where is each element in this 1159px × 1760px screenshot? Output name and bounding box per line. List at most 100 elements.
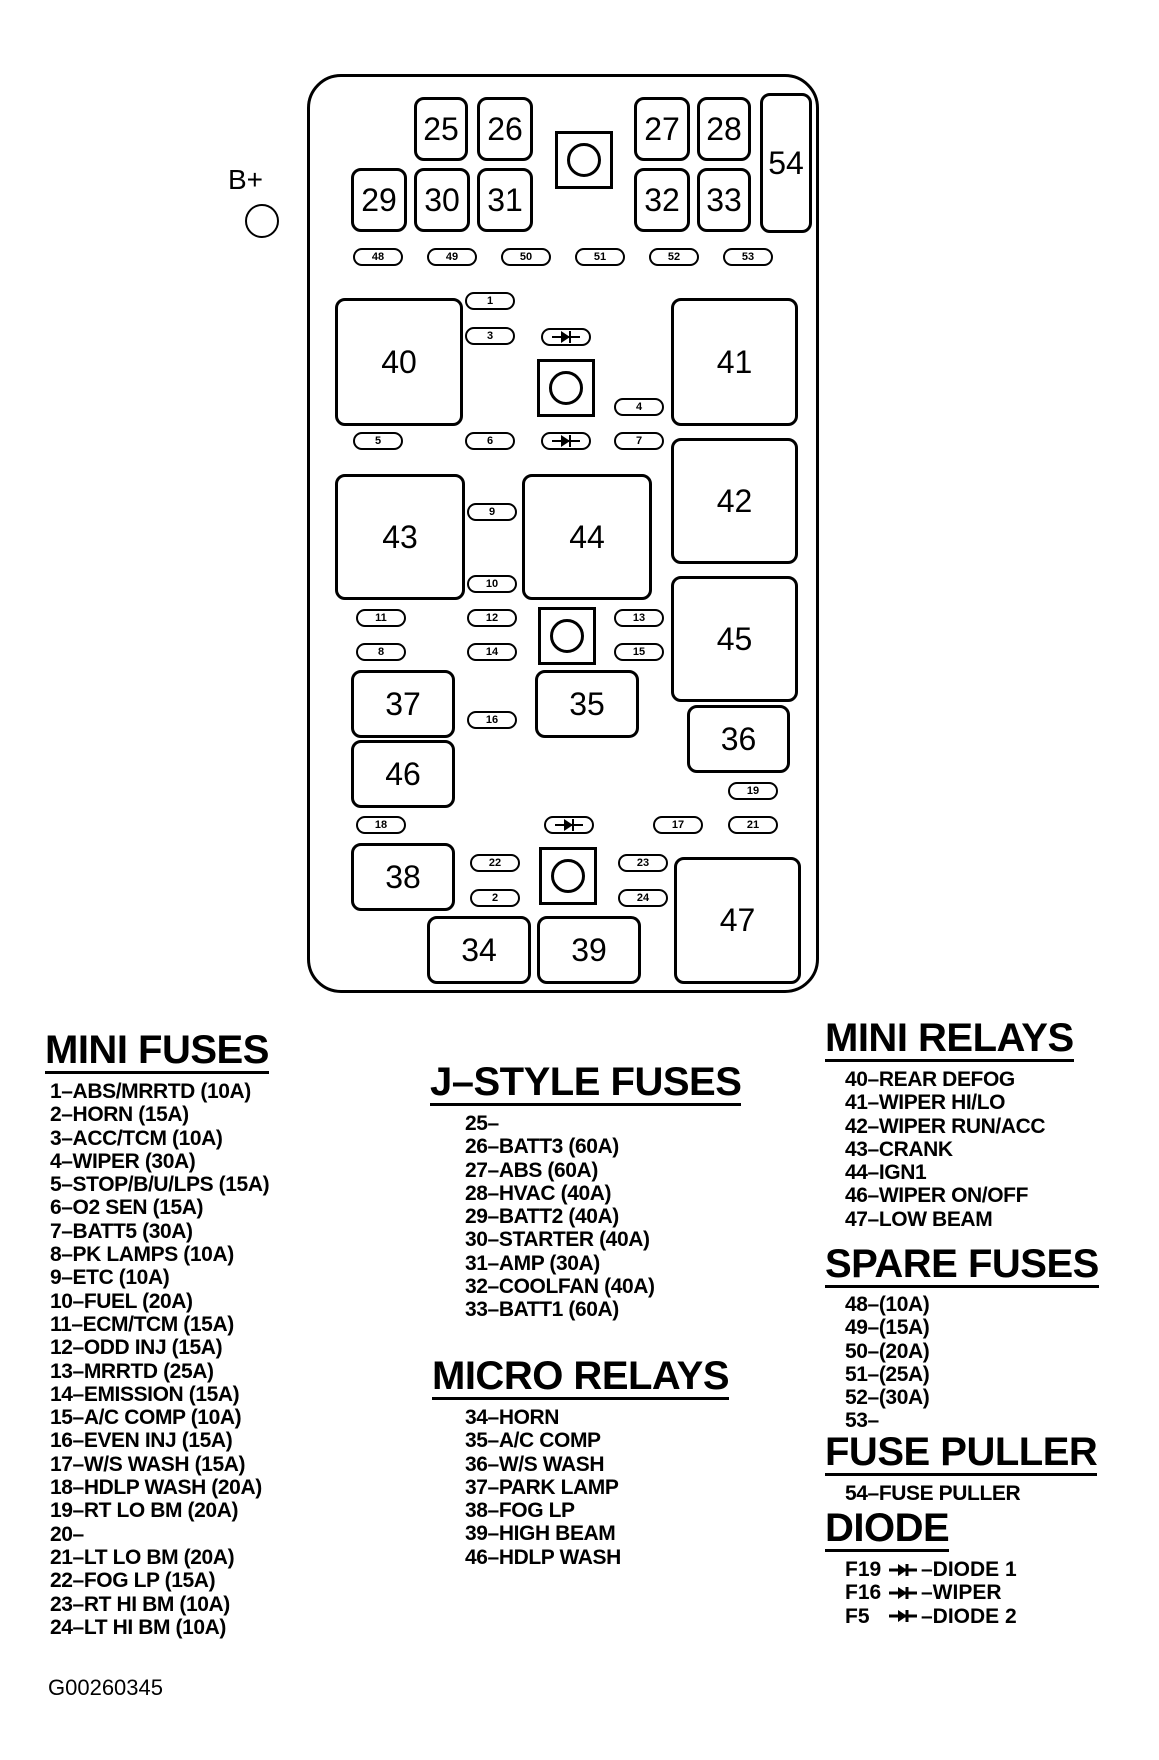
mini-fuse-4: 4 [614,398,664,416]
list-item: 10–FUEL (20A) [50,1289,193,1313]
list-item: 12–ODD INJ (15A) [50,1336,223,1360]
j-style-fuses-list: 25– 26–BATT3 (60A) 27–ABS (60A) 28–HVAC … [465,1112,655,1322]
fuse-puller-54: 54 [760,93,812,233]
fuse-30: 30 [414,168,470,232]
diode-icon [889,1586,917,1599]
mini-fuse-24: 24 [618,889,668,907]
fuse-27: 27 [634,97,690,161]
list-item: 33–BATT1 (60A) [465,1298,619,1322]
list-item: F5 –DIODE 2 [845,1605,1017,1628]
diode-desc: –DIODE 2 [921,1604,1017,1628]
mini-fuse-48: 48 [353,248,403,266]
list-item: 54–FUSE PULLER [845,1482,1021,1505]
list-item: 27–ABS (60A) [465,1158,598,1182]
diode-icon [889,1563,917,1576]
mini-relays-list: 40–REAR DEFOG 41–WIPER HI/LO 42–WIPER RU… [845,1068,1046,1231]
mini-fuse-8: 8 [356,643,406,661]
list-item: 38–FOG LP [465,1499,575,1523]
mini-fuse-51: 51 [575,248,625,266]
fuse-31: 31 [477,168,533,232]
mini-fuse-22: 22 [470,854,520,872]
relay-44: 44 [522,474,652,600]
diode-desc: –DIODE 1 [921,1558,1017,1581]
figure-code: G00260345 [48,1675,163,1700]
list-item: 35–A/C COMP [465,1429,601,1453]
stud-icon [555,131,613,189]
list-item: 52–(30A) [845,1386,930,1410]
list-item: 4–WIPER (30A) [50,1149,196,1173]
fuse-26: 26 [477,97,533,161]
diode-desc: –WIPER [921,1581,1002,1605]
relay-35: 35 [535,670,639,738]
list-item: F16 –WIPER [845,1581,1017,1604]
mini-fuses-list: 1–ABS/MRRTD (10A) 2–HORN (15A) 3–ACC/TCM… [50,1080,270,1639]
list-item: 41–WIPER HI/LO [845,1091,1006,1115]
diode-icon [889,1610,917,1623]
list-item: 17–W/S WASH (15A) [50,1452,246,1476]
list-item: 11–ECM/TCM (15A) [50,1312,234,1336]
fuse-puller-heading: FUSE PULLER [825,1430,1098,1476]
mini-fuse-15: 15 [614,643,664,661]
list-item: 40–REAR DEFOG [845,1068,1015,1091]
stud-icon [537,359,595,417]
list-item: 19–RT LO BM (20A) [50,1499,239,1523]
relay-34: 34 [427,916,531,984]
stud-icon [538,607,596,665]
list-item: 18–HDLP WASH (20A) [50,1476,262,1500]
list-item: 25– [465,1112,499,1135]
relay-39: 39 [537,916,641,984]
list-item: 3–ACC/TCM (10A) [50,1126,223,1150]
list-item: 7–BATT5 (30A) [50,1219,193,1243]
list-item: 20– [50,1522,84,1546]
list-item: 39–HIGH BEAM [465,1522,616,1546]
mini-fuse-50: 50 [501,248,551,266]
mini-fuse-3: 3 [465,327,515,345]
list-item: 15–A/C COMP (10A) [50,1406,242,1430]
relay-37: 37 [351,670,455,738]
list-item: 44–IGN1 [845,1161,927,1185]
mini-fuse-23: 23 [618,854,668,872]
mini-fuses-heading: MINI FUSES [45,1028,269,1074]
j-style-fuses-heading: J–STYLE FUSES [430,1060,742,1106]
mini-fuse-10: 10 [467,575,517,593]
list-item: 51–(25A) [845,1362,930,1386]
diode-icon [552,435,580,447]
list-item: 24–LT HI BM (10A) [50,1615,227,1639]
fuse-29: 29 [351,168,407,232]
relay-45: 45 [671,576,798,702]
mini-fuse-53: 53 [723,248,773,266]
list-item: 14–EMISSION (15A) [50,1382,240,1406]
diode-fuse-label: F5 [845,1604,870,1628]
list-item: 23–RT HI BM (10A) [50,1592,230,1616]
relay-46: 46 [351,740,455,808]
mini-fuse-7: 7 [614,432,664,450]
list-item: 48–(10A) [845,1293,930,1316]
list-item: 37–PARK LAMP [465,1475,619,1499]
diode-fuse-label: F19 [845,1558,882,1581]
list-item: 13–MRRTD (25A) [50,1359,214,1383]
list-item: 22–FOG LP (15A) [50,1569,216,1593]
list-item: 36–W/S WASH [465,1452,605,1476]
b-plus-label: B+ [228,164,264,195]
mini-fuse-5: 5 [353,432,403,450]
mini-fuse-11: 11 [356,609,406,627]
micro-relays-heading: MICRO RELAYS [432,1354,730,1400]
list-item: 9–ETC (10A) [50,1266,170,1290]
mini-fuse-14: 14 [467,643,517,661]
spare-fuses-list: 48–(10A) 49–(15A) 50–(20A) 51–(25A) 52–(… [845,1293,930,1433]
list-item: 6–O2 SEN (15A) [50,1196,204,1220]
fuse-25: 25 [414,97,468,161]
mini-fuse-16: 16 [467,711,517,729]
mini-fuse-21: 21 [728,816,778,834]
relay-36: 36 [687,705,790,773]
fuse-box-panel [307,74,819,993]
list-item: 53– [845,1409,879,1433]
list-item: 26–BATT3 (60A) [465,1135,619,1159]
diode-list: F19 –DIODE 1 F16 –WIPER F5 –DIODE 2 [845,1558,1017,1628]
list-item: 43–CRANK [845,1137,953,1161]
list-item: F19 –DIODE 1 [845,1558,1017,1581]
fuse-28: 28 [697,97,751,161]
relay-42: 42 [671,438,798,564]
list-item: 8–PK LAMPS (10A) [50,1243,234,1267]
mini-fuse-19: 19 [728,782,778,800]
